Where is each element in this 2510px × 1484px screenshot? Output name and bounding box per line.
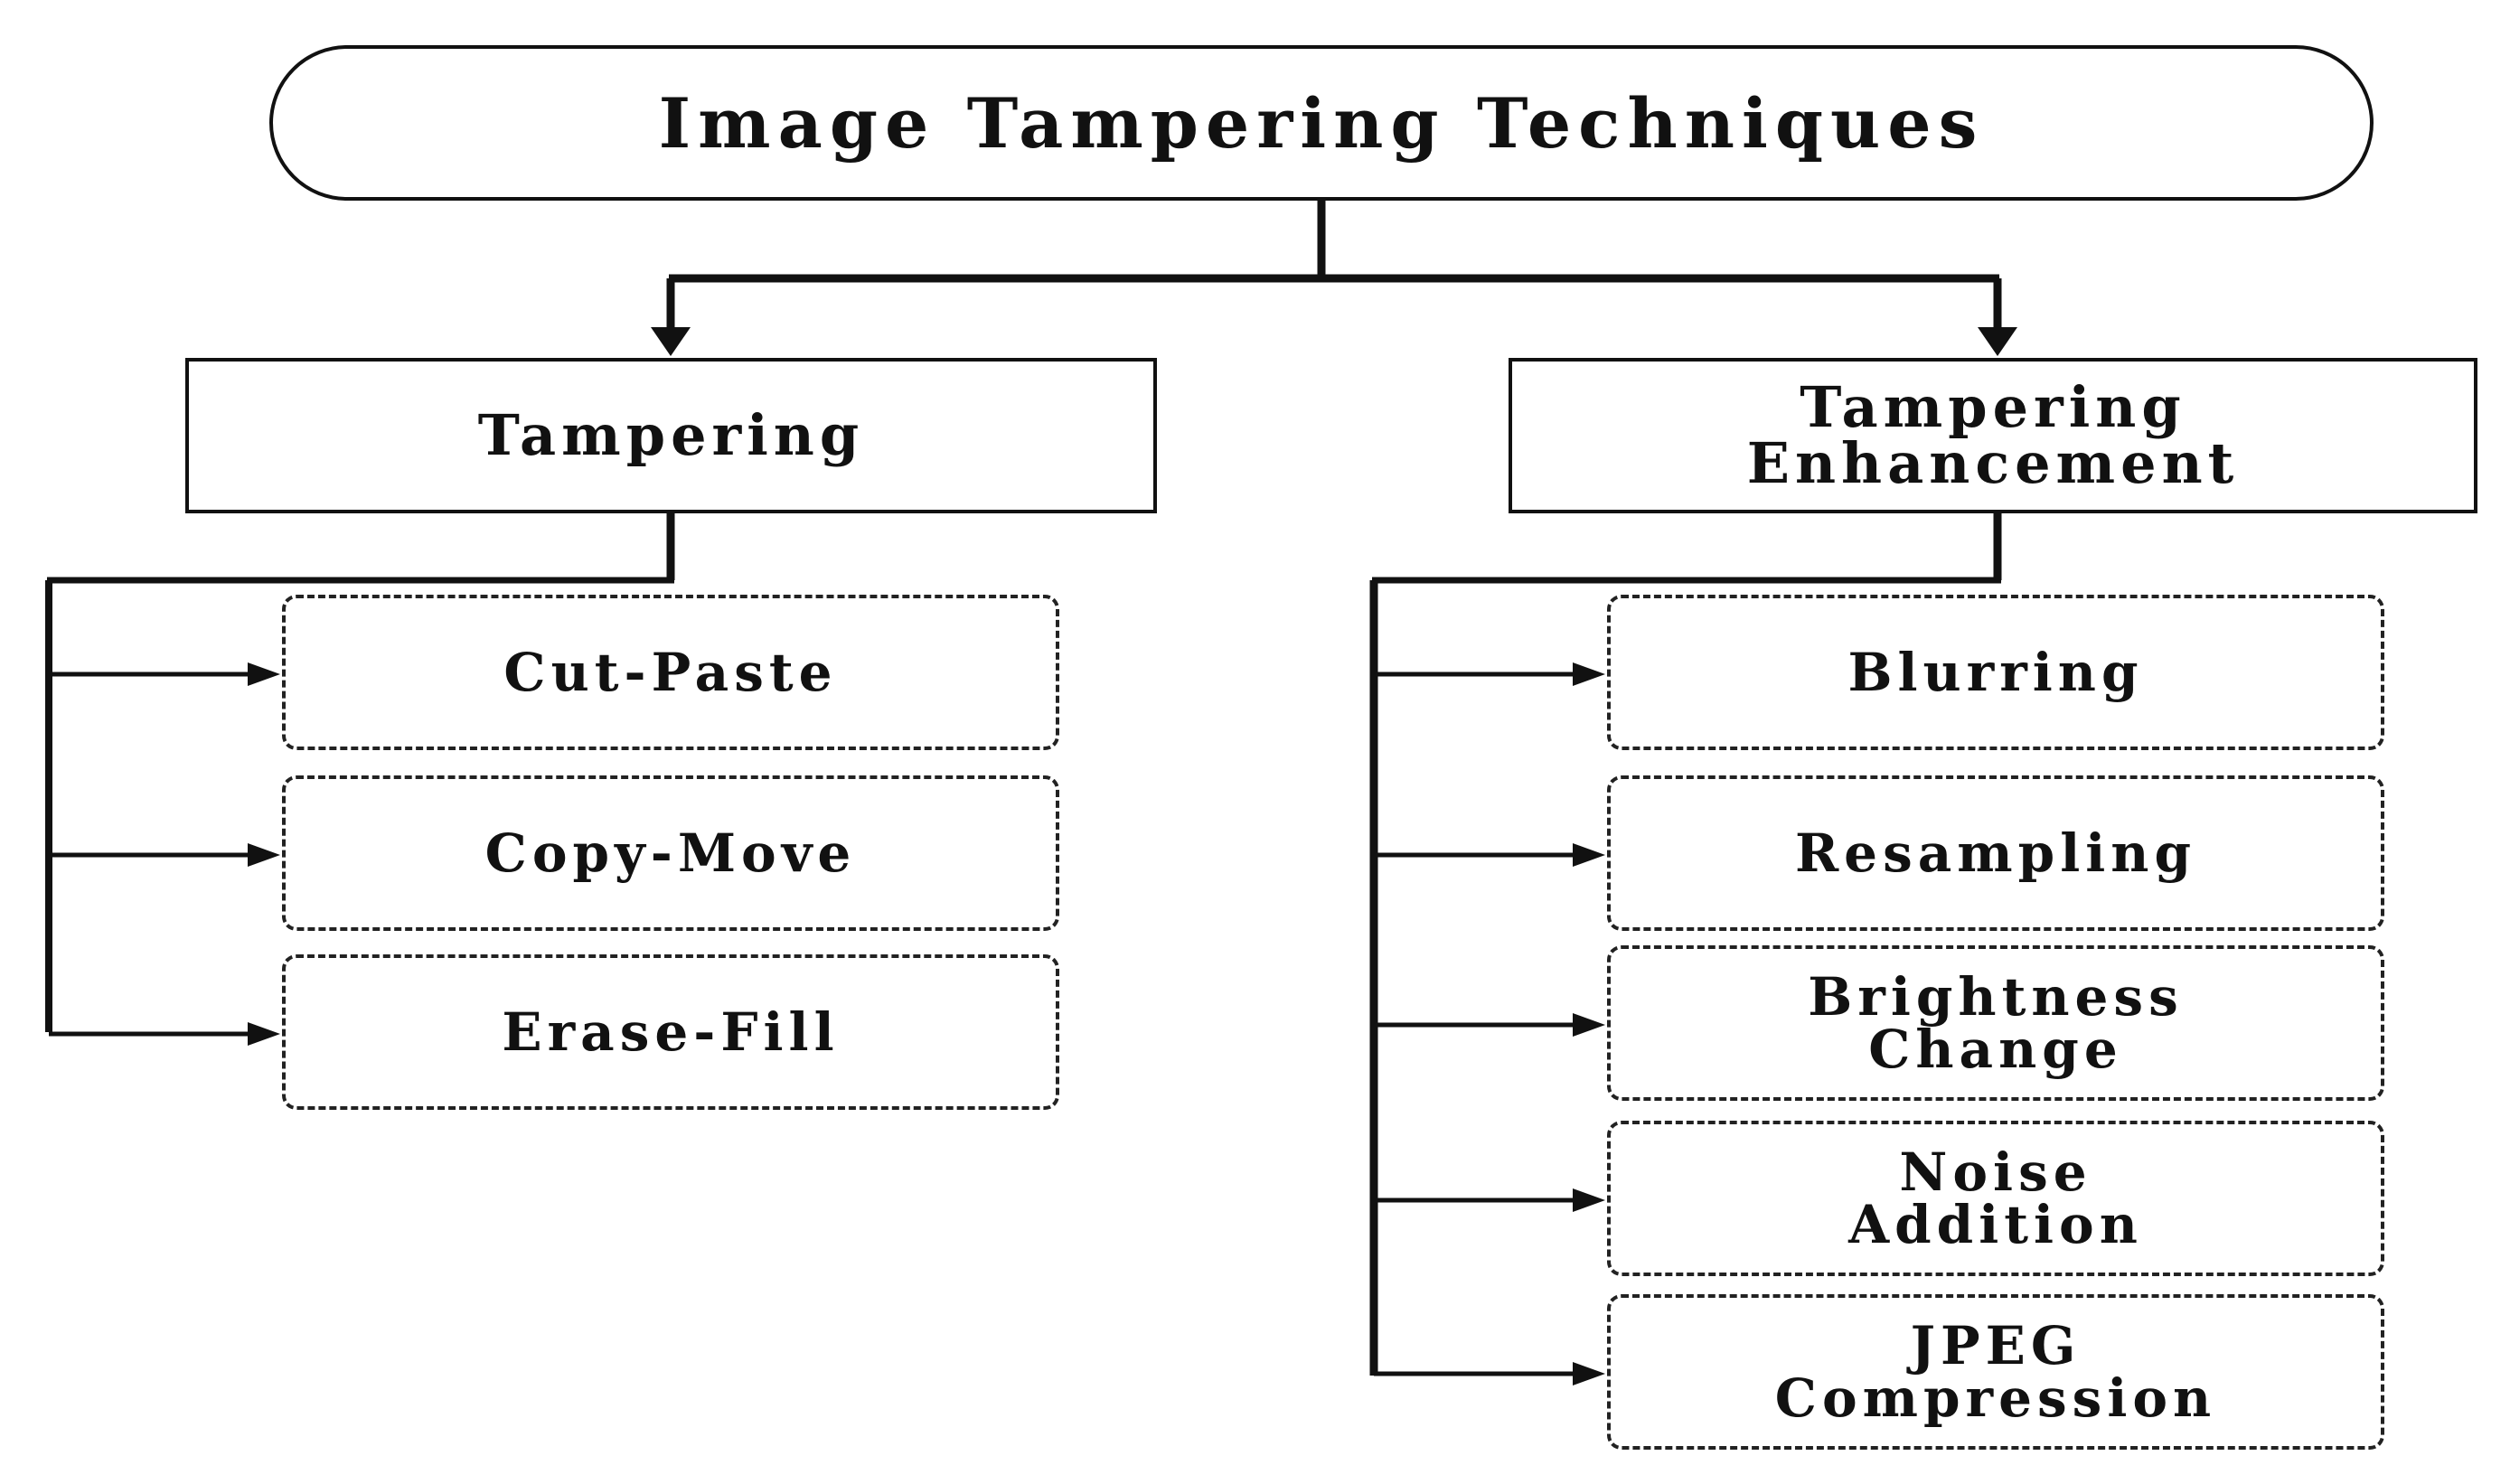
arrowhead-enhancement (1978, 327, 2017, 356)
technique-resampling: Resampling (1607, 775, 2384, 931)
technique-label-line-1: Blurring (1847, 642, 2144, 703)
technique-label-line-1: Cut-Paste (503, 642, 838, 703)
arrowhead-erase-fill (248, 1022, 280, 1046)
category-label: Tampering (477, 402, 865, 468)
category-tampering-enhancement: Tampering Enhancement (1509, 358, 2477, 513)
technique-label-line-2: Compression (1774, 1367, 2217, 1429)
root-node: Image Tampering Techniques (269, 45, 2374, 201)
category-label-line-1: Tampering (1800, 374, 2186, 440)
arrowhead-noise-addition (1573, 1188, 1605, 1212)
technique-label-line-1: JPEG (1910, 1315, 2082, 1376)
arrowhead-copy-move (248, 843, 280, 867)
technique-label-line-1: Brightness (1808, 966, 2184, 1028)
technique-label-line-2: Change (1868, 1019, 2123, 1080)
root-label: Image Tampering Techniques (658, 82, 1985, 164)
technique-cut-paste: Cut-Paste (282, 595, 1059, 750)
technique-label-line-2: Addition (1848, 1194, 2143, 1255)
technique-label-line-1: Copy-Move (484, 822, 857, 884)
technique-blurring: Blurring (1607, 595, 2384, 750)
arrowhead-brightness-change (1573, 1013, 1605, 1037)
category-label-line-2: Enhancement (1746, 430, 2240, 496)
arrowhead-tampering (651, 327, 691, 356)
arrowhead-resampling (1573, 843, 1605, 867)
technique-copy-move: Copy-Move (282, 775, 1059, 931)
category-tampering: Tampering (185, 358, 1157, 513)
arrowhead-jpeg-compression (1573, 1362, 1605, 1385)
arrowhead-blurring (1573, 662, 1605, 686)
technique-label-line-1: Noise (1899, 1141, 2092, 1203)
technique-label-line-1: Resampling (1794, 822, 2197, 884)
arrowhead-cut-paste (248, 662, 280, 686)
technique-erase-fill: Erase-Fill (282, 954, 1059, 1110)
technique-label-line-1: Erase-Fill (502, 1001, 840, 1063)
